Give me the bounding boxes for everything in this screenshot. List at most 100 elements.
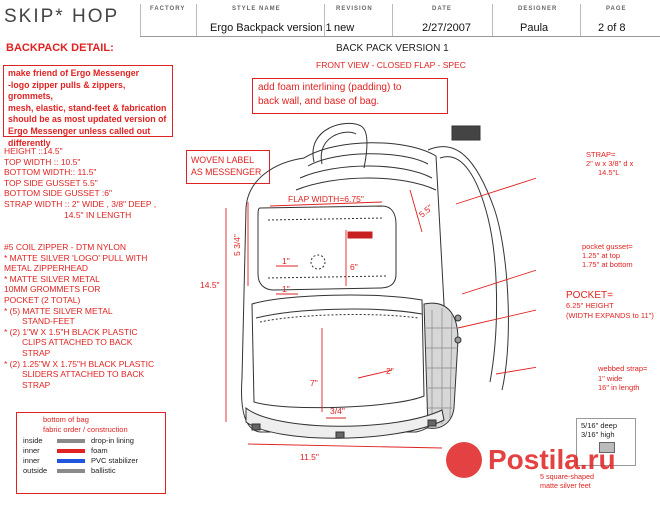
webbed-leader: [495, 366, 536, 375]
note-line: 16" in length: [598, 383, 640, 392]
top-gusset-dim: [409, 189, 423, 233]
date-value: 2/27/2007: [422, 22, 471, 34]
fabric-legend: bottom of bag fabric order / constructio…: [16, 412, 166, 494]
gusset-leader: [461, 269, 536, 295]
bottom-width-dim: [247, 443, 443, 449]
note-line: WOVEN LABEL: [191, 155, 255, 165]
legend-title: bottom of bag: [43, 415, 89, 424]
header-divider: [324, 4, 325, 36]
date-label: DATE: [432, 6, 452, 12]
watermark-logo-icon: [446, 442, 482, 478]
watermark: Postila.ru: [446, 442, 616, 478]
note-line: differently: [8, 137, 51, 148]
hardware-item: #5 COIL ZIPPER - DTM NYLON: [4, 242, 127, 252]
hardware-item: METAL ZIPPERHEAD: [4, 263, 89, 274]
legend-position: inside: [23, 436, 43, 445]
hardware-item: POCKET (2 TOTAL): [4, 294, 81, 305]
drawing-subtitle: FRONT VIEW - CLOSED FLAP - SPEC: [316, 60, 466, 70]
note-line: 6.25" HEIGHT: [566, 301, 614, 310]
backpack-drawing: FLAP WIDTH=6.75" 5 3/4" 5.5" 6" 1" 1" 14…: [200, 122, 536, 462]
spec-item: TOP SIDE GUSSET 5.5": [4, 177, 98, 188]
legend-position: outside: [23, 466, 48, 475]
woven-label-note: WOVEN LABEL AS MESSENGER: [186, 150, 270, 184]
revision-value: new: [334, 22, 355, 34]
foam-note: add foam interlining (padding) to back w…: [252, 78, 448, 114]
grommet: [454, 314, 462, 322]
note-line: make friend of Ergo Messenger: [8, 68, 140, 78]
header-divider: [140, 4, 141, 36]
legend-row: inner PVC stabilizer: [23, 456, 159, 466]
note-line: 3/16" high: [581, 430, 615, 439]
strap-leader: [455, 177, 536, 205]
note-line: 14.5"L: [598, 168, 620, 177]
legend-swatch: [57, 439, 85, 443]
note-line: webbed strap=: [598, 364, 648, 373]
header-divider: [392, 4, 393, 36]
hardware-item: STRAP: [22, 379, 51, 390]
spec-item: 14.5" IN LENGTH: [64, 209, 132, 220]
hardware-item: 10MM GROMMETS FOR: [4, 284, 101, 295]
header-divider: [492, 4, 493, 36]
stand-foot: [427, 419, 437, 427]
legend-position: inner: [23, 456, 40, 465]
style-name-value: Ergo Backpack version 1: [210, 22, 332, 34]
backpack-base: [245, 406, 445, 439]
note-line: -logo zipper pulls & zippers, grommets,: [8, 79, 126, 102]
spec-item: STRAP WIDTH :: 2" WIDE , 3/8" DEEP ,: [4, 198, 157, 209]
height-label: 14.5": [200, 280, 220, 290]
note-line: POCKET=: [566, 290, 613, 301]
revision-label: REVISION: [336, 6, 373, 12]
note-line: matte silver feet: [540, 481, 591, 490]
spec-item: TOP WIDTH :: 10.5": [4, 156, 81, 167]
legend-position: inner: [23, 446, 40, 455]
feet-note: 5 square-shaped matte silver feet: [540, 472, 594, 490]
strap-buckle: [451, 125, 481, 141]
messenger-note: make friend of Ergo Messenger -logo zipp…: [3, 65, 173, 148]
inset-label: 1": [282, 284, 290, 294]
legend-title: fabric order / construction: [43, 425, 128, 434]
drawing-title: BACK PACK VERSION 1: [336, 43, 449, 54]
note-line: mesh, elastic, stand-feet & fabrication: [8, 102, 167, 113]
style-name-label: STYLE NAME: [232, 6, 281, 12]
mesh-pocket: [423, 302, 459, 429]
factory-label: FACTORY: [150, 6, 186, 12]
hardware-list: #5 COIL ZIPPER - DTM NYLON * MATTE SILVE…: [4, 242, 154, 390]
webbed-strap-note: webbed strap= 1" wide 16" in length: [598, 364, 647, 393]
pocket-height-label: 6": [350, 262, 358, 272]
hardware-item: STAND-FEET: [22, 316, 75, 327]
stand-foot: [335, 431, 345, 439]
note-line: AS MESSENGER: [191, 167, 262, 177]
grommet: [454, 336, 462, 344]
backpack-body: [241, 142, 449, 433]
note-line: 1.75" at bottom: [582, 260, 633, 269]
stand-foot-swatch: [599, 442, 615, 453]
hardware-item: * (2) 1"W X 1.5"H BLACK PLASTIC: [4, 326, 138, 337]
logo-pull: [310, 254, 326, 270]
note-line: STRAP=: [586, 150, 616, 159]
section-title: BACKPACK DETAIL:: [6, 42, 114, 54]
designer-value: Paula: [520, 22, 549, 34]
bottom-gusset-label: 2": [386, 366, 394, 376]
pocket-note: POCKET= 6.25" HEIGHT (WIDTH EXPANDS to 1…: [566, 290, 654, 320]
hardware-item: * (2) 1.25"W X 1.75"H BLACK PLASTIC: [4, 358, 155, 369]
flap-height-label: 5 3/4": [232, 234, 242, 256]
flap-width-label: FLAP WIDTH=6.75": [288, 194, 364, 204]
lower-panel-label: 7": [310, 378, 318, 388]
legend-item: drop-in lining: [91, 436, 134, 445]
front-flap-pocket: [257, 205, 397, 291]
base-inset-label: 3/4": [330, 406, 345, 416]
legend-swatch: [57, 469, 85, 473]
legend-row: inner foam: [23, 446, 159, 456]
spec-item: BOTTOM SIDE GUSSET :6": [4, 188, 113, 199]
brand-logo: SKIP* HOP: [4, 6, 120, 27]
note-line: 1.25" at top: [582, 251, 621, 260]
note-line: back wall, and base of bag.: [258, 96, 380, 107]
stand-foot: [251, 423, 261, 431]
hardware-item: * (5) MATTE SILVER METAL: [4, 305, 113, 316]
spec-item: HEIGHT ::14.5": [4, 146, 63, 156]
legend-swatch: [57, 459, 85, 463]
note-line: Ergo Messenger unless called out: [8, 125, 151, 136]
woven-label: [347, 231, 373, 239]
bottom-width-label: 11.5": [300, 452, 319, 462]
hardware-item: CLIPS ATTACHED TO BACK: [22, 337, 133, 348]
